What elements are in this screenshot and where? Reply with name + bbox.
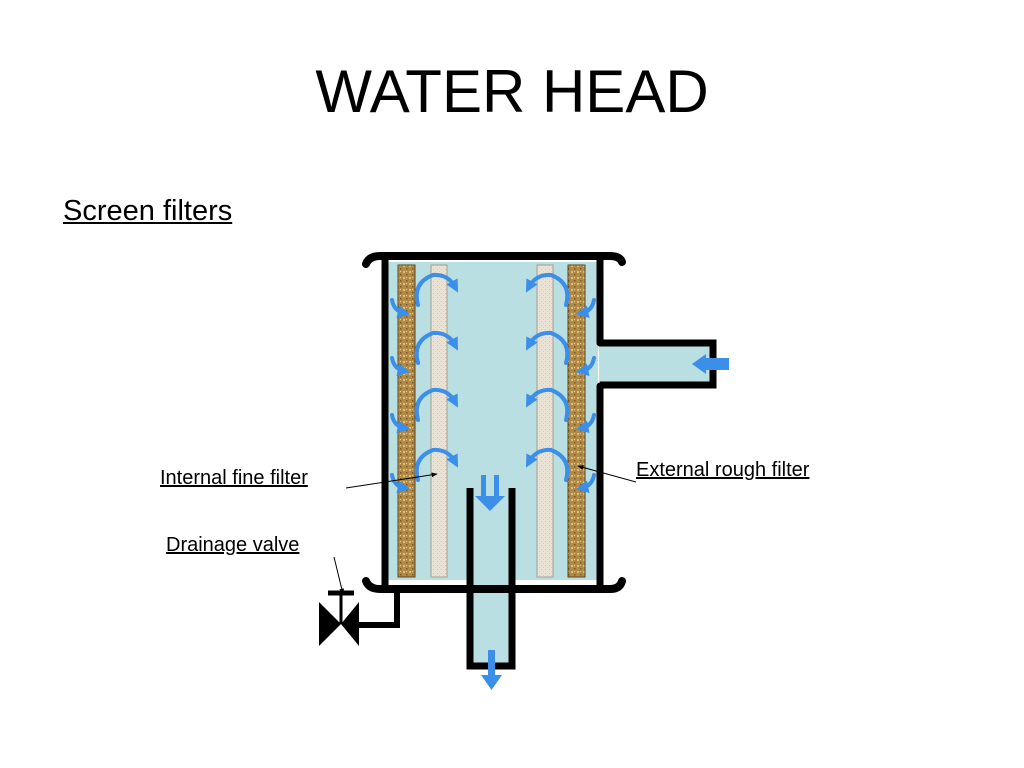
flow-arrow-right-inner <box>525 272 570 307</box>
flow-arrow-right-inner <box>525 387 570 422</box>
internal-fine-filter-left <box>430 264 448 578</box>
label-drainage-valve: Drainage valve <box>166 534 300 556</box>
vessel-walls <box>362 252 626 593</box>
flow-arrow-right-outer <box>575 356 596 377</box>
flow-arrow-left-inner <box>414 447 459 482</box>
flow-arrow-right-inner <box>525 447 570 482</box>
arrow-down-icon <box>481 650 502 690</box>
label-internal-fine-filter: Internal fine filter <box>160 467 308 489</box>
flow-arrow-left-outer <box>390 413 411 434</box>
flow-arrow-left-inner <box>414 387 459 422</box>
drainage-pipe <box>352 590 400 628</box>
double-arrow-down-icon <box>475 475 505 511</box>
flow-arrow-right-outer <box>575 413 596 434</box>
diagram-subtitle: Screen filters <box>63 195 233 227</box>
internal-fine-filter-right <box>536 264 554 578</box>
flow-arrow-left-outer <box>390 298 411 319</box>
flow-arrow-left-inner <box>414 272 459 307</box>
flow-arrow-right-outer <box>575 298 596 319</box>
flow-arrow-right-outer <box>575 473 596 494</box>
flow-arrows <box>390 272 596 494</box>
gate-valve-icon <box>319 590 359 646</box>
arrow-left-icon <box>692 354 729 374</box>
flow-arrow-left-inner <box>414 330 459 365</box>
outlet-pipe <box>466 488 516 670</box>
slide-title: WATER HEAD <box>315 58 709 125</box>
flow-arrow-right-inner <box>525 330 570 365</box>
leader-lines <box>333 465 637 595</box>
flow-arrow-left-outer <box>390 473 411 494</box>
label-external-rough-filter: External rough filter <box>636 459 810 481</box>
flow-arrow-left-outer <box>390 356 411 377</box>
